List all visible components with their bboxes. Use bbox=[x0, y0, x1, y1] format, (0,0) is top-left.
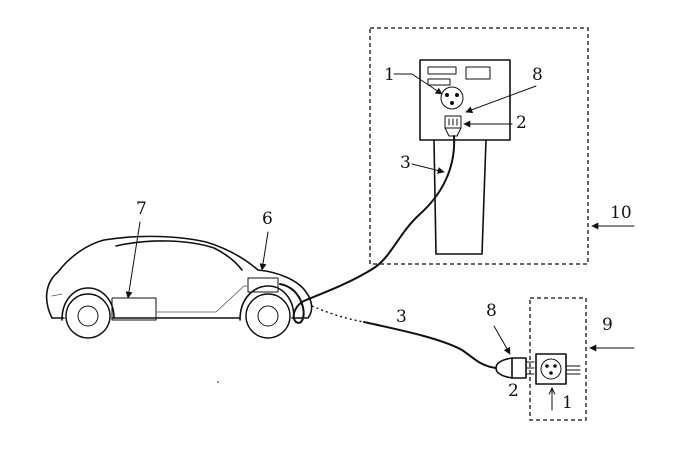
label-2-station: 2 bbox=[516, 113, 527, 133]
station-display-2 bbox=[465, 66, 491, 80]
station-head bbox=[419, 59, 511, 141]
arrow-7 bbox=[125, 221, 141, 299]
home-cable-dotted bbox=[311, 305, 365, 323]
station-pillar bbox=[433, 139, 487, 255]
station-plug-grip bbox=[444, 127, 462, 137]
car-hub-front bbox=[257, 305, 279, 327]
car-hv-wiring bbox=[155, 285, 249, 313]
station-display-1 bbox=[427, 66, 457, 75]
arrow-1-station bbox=[393, 73, 443, 95]
station-cable bbox=[279, 135, 456, 324]
station-dashed-boundary bbox=[369, 27, 589, 265]
label-8-home: 8 bbox=[486, 301, 497, 321]
label-10: 10 bbox=[610, 203, 632, 223]
label-9: 9 bbox=[602, 315, 613, 335]
electric-car bbox=[45, 235, 313, 339]
car-headlight bbox=[51, 293, 63, 297]
label-6: 6 bbox=[262, 209, 273, 229]
home-socket-group bbox=[495, 297, 587, 421]
home-cable-solid bbox=[363, 321, 497, 369]
ground-speck bbox=[217, 381, 219, 383]
label-8-station: 8 bbox=[532, 65, 543, 85]
home-socket-face bbox=[540, 358, 562, 380]
charging-station-group bbox=[369, 27, 589, 265]
home-plug-body bbox=[511, 357, 527, 379]
car-wheel-rear bbox=[65, 293, 111, 339]
arrow-8-home bbox=[493, 325, 511, 355]
home-socket-pin-1 bbox=[545, 364, 549, 368]
label-3-home: 3 bbox=[396, 307, 407, 327]
station-socket bbox=[440, 86, 464, 110]
arrow-3-station bbox=[411, 163, 445, 174]
arrow-6 bbox=[259, 231, 269, 271]
car-hub-rear bbox=[77, 305, 99, 327]
station-socket-pin-1 bbox=[445, 93, 449, 97]
car-battery-box bbox=[111, 297, 157, 321]
car-wheel-arch-front bbox=[239, 285, 295, 321]
station-socket-pin-3 bbox=[450, 101, 454, 105]
label-1-station: 1 bbox=[384, 65, 395, 85]
home-socket-pin-2 bbox=[553, 364, 557, 368]
car-charge-port bbox=[247, 277, 279, 293]
station-plug-body bbox=[444, 115, 462, 129]
label-7: 7 bbox=[136, 199, 147, 219]
station-socket-pin-2 bbox=[455, 93, 459, 97]
car-wheel-front bbox=[245, 293, 291, 339]
home-dashed-boundary bbox=[529, 297, 587, 421]
home-socket-plate bbox=[535, 353, 567, 385]
station-display-3 bbox=[427, 78, 451, 86]
arrow-8-station bbox=[465, 85, 537, 114]
label-1-home: 1 bbox=[562, 393, 573, 413]
label-2-home: 2 bbox=[508, 381, 519, 401]
home-socket-pin-3 bbox=[549, 371, 553, 375]
home-plug-grip bbox=[495, 357, 513, 379]
car-wheel-arch-rear bbox=[61, 287, 115, 321]
car-window bbox=[115, 240, 243, 271]
label-3-station: 3 bbox=[400, 153, 411, 173]
